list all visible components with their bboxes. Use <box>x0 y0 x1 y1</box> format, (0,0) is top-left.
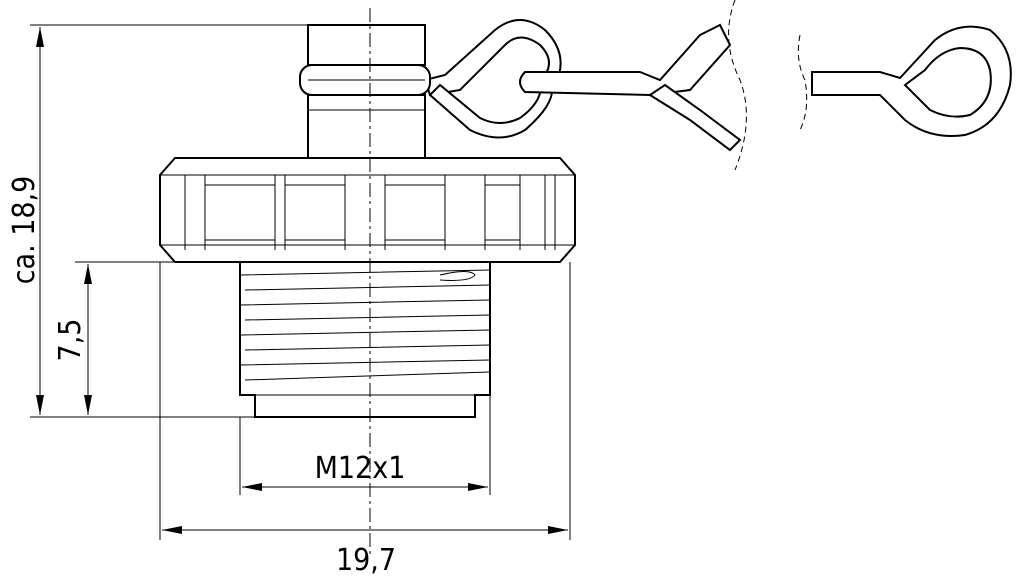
overall-width-label: 19,7 <box>336 543 396 578</box>
overall-height-label: ca. 18,9 <box>7 176 42 285</box>
protective-cap <box>159 24 576 418</box>
knurled-nut <box>159 157 576 263</box>
thread-lines <box>239 269 491 396</box>
thread-size-label: M12x1 <box>315 451 406 486</box>
cap-top-knob <box>307 24 426 66</box>
thread-length-label: 7,5 <box>53 319 88 362</box>
cap-neck <box>307 94 426 159</box>
extension-lines <box>30 24 571 540</box>
retaining-chain <box>423 0 1012 171</box>
thread <box>239 261 491 418</box>
